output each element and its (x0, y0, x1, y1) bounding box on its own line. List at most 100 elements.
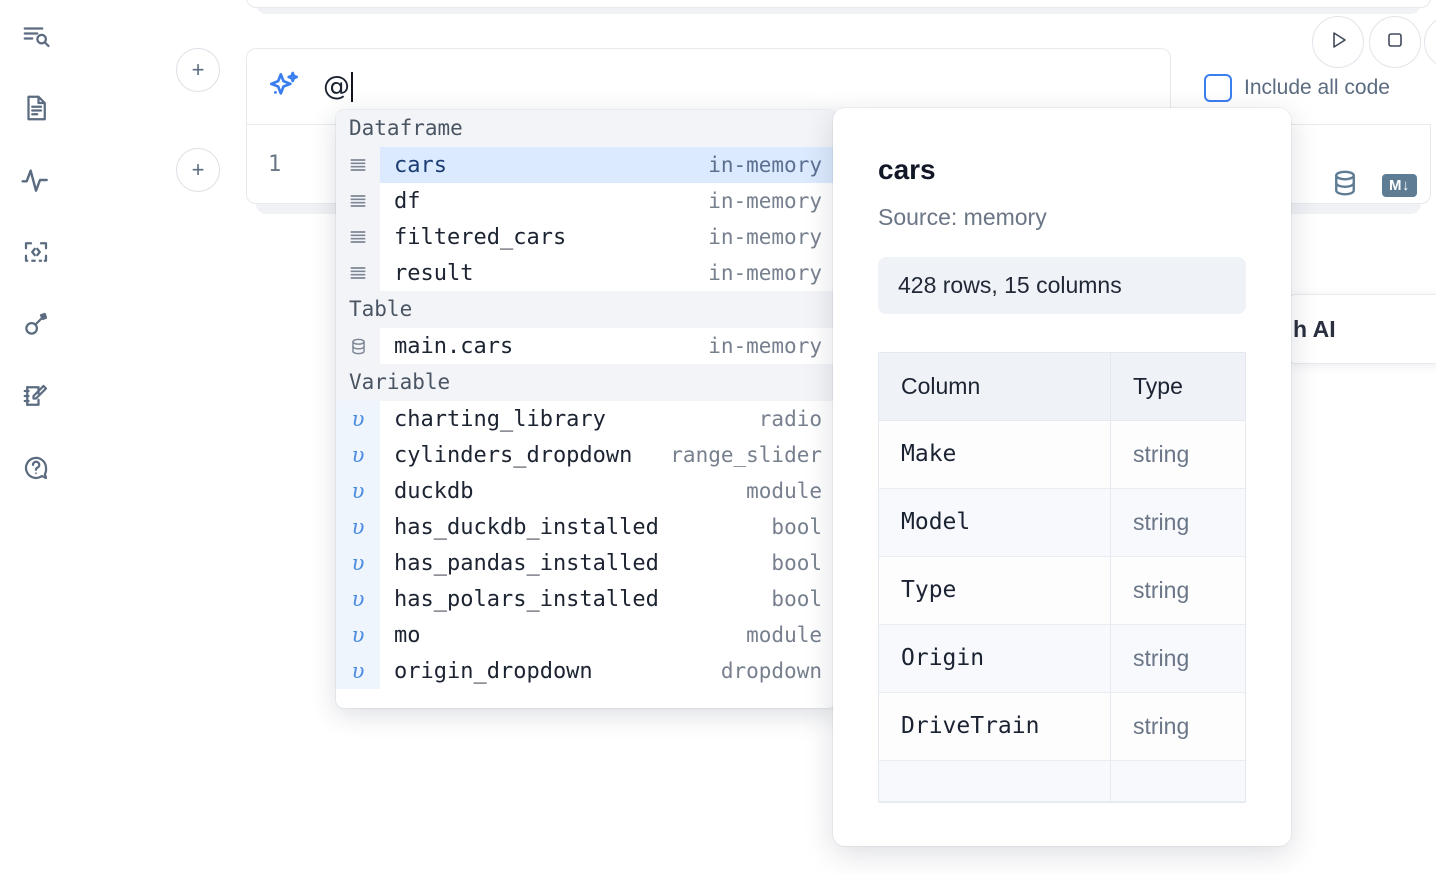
stop-square-icon (1383, 28, 1407, 57)
sidebar-item-runtime[interactable] (14, 158, 58, 202)
autocomplete-item-type: in-memory (708, 225, 822, 249)
schema-column-type: string (1133, 645, 1190, 671)
add-cell-button-below[interactable]: + (176, 148, 220, 192)
table-row: Make string (879, 421, 1245, 489)
dataframe-list-icon (336, 219, 380, 255)
dataframe-detail-popover: cars Source: memory 428 rows, 15 columns… (833, 108, 1291, 846)
autocomplete-item-name: df (394, 188, 421, 214)
plus-icon: + (191, 57, 205, 82)
autocomplete-item-type: range_slider (670, 443, 822, 467)
add-cell-button-above[interactable]: + (176, 48, 220, 92)
schema-column-name (879, 761, 1111, 801)
previous-cell-shadow (256, 4, 1421, 14)
table-row: Origin string (879, 625, 1245, 693)
schema-table-header: Column Type (879, 353, 1245, 421)
text-caret (351, 72, 353, 102)
help-chat-icon (21, 453, 51, 483)
sidebar-item-explore[interactable] (14, 14, 58, 58)
autocomplete-item-name: cars (394, 152, 447, 178)
autocomplete-item-name: charting_library (394, 406, 606, 432)
autocomplete-item-name: origin_dropdown (394, 658, 593, 684)
sidebar-item-scratchpad[interactable] (14, 374, 58, 418)
autocomplete-item[interactable]: υ origin_dropdown dropdown (336, 653, 836, 689)
ai-hint-card-label: h AI (1293, 315, 1336, 342)
autocomplete-item[interactable]: cars in-memory (336, 147, 836, 183)
plus-icon: + (191, 157, 205, 182)
stop-cell-button[interactable] (1369, 16, 1421, 68)
detail-shape-badge: 428 rows, 15 columns (878, 257, 1246, 314)
variable-icon: υ (336, 653, 380, 689)
autocomplete-group-header: Table (336, 291, 836, 328)
ai-hint-card[interactable]: h AI (1286, 294, 1436, 364)
autocomplete-item-name: has_duckdb_installed (394, 514, 659, 540)
autocomplete-item-name: duckdb (394, 478, 474, 504)
variable-icon: υ (336, 581, 380, 617)
schema-column-type: string (1133, 509, 1190, 535)
cell-tools: M↓ (1330, 168, 1417, 203)
schema-column-type: string (1133, 577, 1190, 603)
dataframe-list-icon (336, 183, 380, 219)
previous-cell-stub (246, 0, 1431, 8)
autocomplete-item-type: in-memory (708, 261, 822, 285)
markdown-badge[interactable]: M↓ (1382, 174, 1417, 197)
schema-column-name: Make (879, 421, 1111, 488)
autocomplete-item[interactable]: df in-memory (336, 183, 836, 219)
sidebar-item-help[interactable] (14, 446, 58, 490)
table-row: Model string (879, 489, 1245, 557)
dataframe-list-icon (336, 255, 380, 291)
notepad-edit-icon (21, 381, 51, 411)
autocomplete-item-type: in-memory (708, 153, 822, 177)
schema-column-type: string (1133, 441, 1190, 467)
sidebar-rail (0, 0, 72, 874)
variable-icon: υ (336, 473, 380, 509)
dataframe-list-icon (336, 147, 380, 183)
sidebar-item-secrets[interactable] (14, 302, 58, 346)
ai-prompt-input[interactable]: @ (323, 71, 353, 102)
column-header-column: Column (879, 353, 1111, 420)
run-cell-button[interactable] (1312, 16, 1364, 68)
include-all-code-row[interactable]: Include all code (1204, 74, 1390, 102)
more-actions-button[interactable] (1424, 16, 1436, 68)
autocomplete-item[interactable]: main.cars in-memory (336, 328, 836, 364)
autocomplete-item[interactable]: filtered_cars in-memory (336, 219, 836, 255)
autocomplete-item-type: in-memory (708, 189, 822, 213)
file-search-icon (21, 21, 51, 51)
schema-column-name: Model (879, 489, 1111, 556)
autocomplete-item-type: module (746, 479, 822, 503)
autocomplete-item-name: mo (394, 622, 421, 648)
autocomplete-item-name: has_polars_installed (394, 586, 659, 612)
schema-column-type: string (1133, 713, 1190, 739)
schema-column-name: Type (879, 557, 1111, 624)
code-snippet-icon (21, 237, 51, 267)
include-all-code-checkbox[interactable] (1204, 74, 1232, 102)
table-row (879, 761, 1245, 802)
schema-column-name: DriveTrain (879, 693, 1111, 760)
autocomplete-item-type: bool (771, 515, 822, 539)
autocomplete-item-type: in-memory (708, 334, 822, 358)
line-number: 1 (268, 152, 282, 177)
play-icon (1326, 28, 1350, 57)
autocomplete-item-name: cylinders_dropdown (394, 442, 633, 468)
autocomplete-item-type: bool (771, 551, 822, 575)
detail-title: cars (878, 154, 936, 185)
autocomplete-item-type: dropdown (720, 659, 822, 683)
database-icon[interactable] (1330, 168, 1360, 203)
sidebar-item-notebook[interactable] (14, 86, 58, 130)
document-icon (21, 93, 51, 123)
autocomplete-item-type: radio (758, 407, 822, 431)
sidebar-item-snippets[interactable] (14, 230, 58, 274)
autocomplete-item-name: filtered_cars (394, 224, 567, 250)
schema-column-name: Origin (879, 625, 1111, 692)
autocomplete-item-name: main.cars (394, 333, 514, 359)
